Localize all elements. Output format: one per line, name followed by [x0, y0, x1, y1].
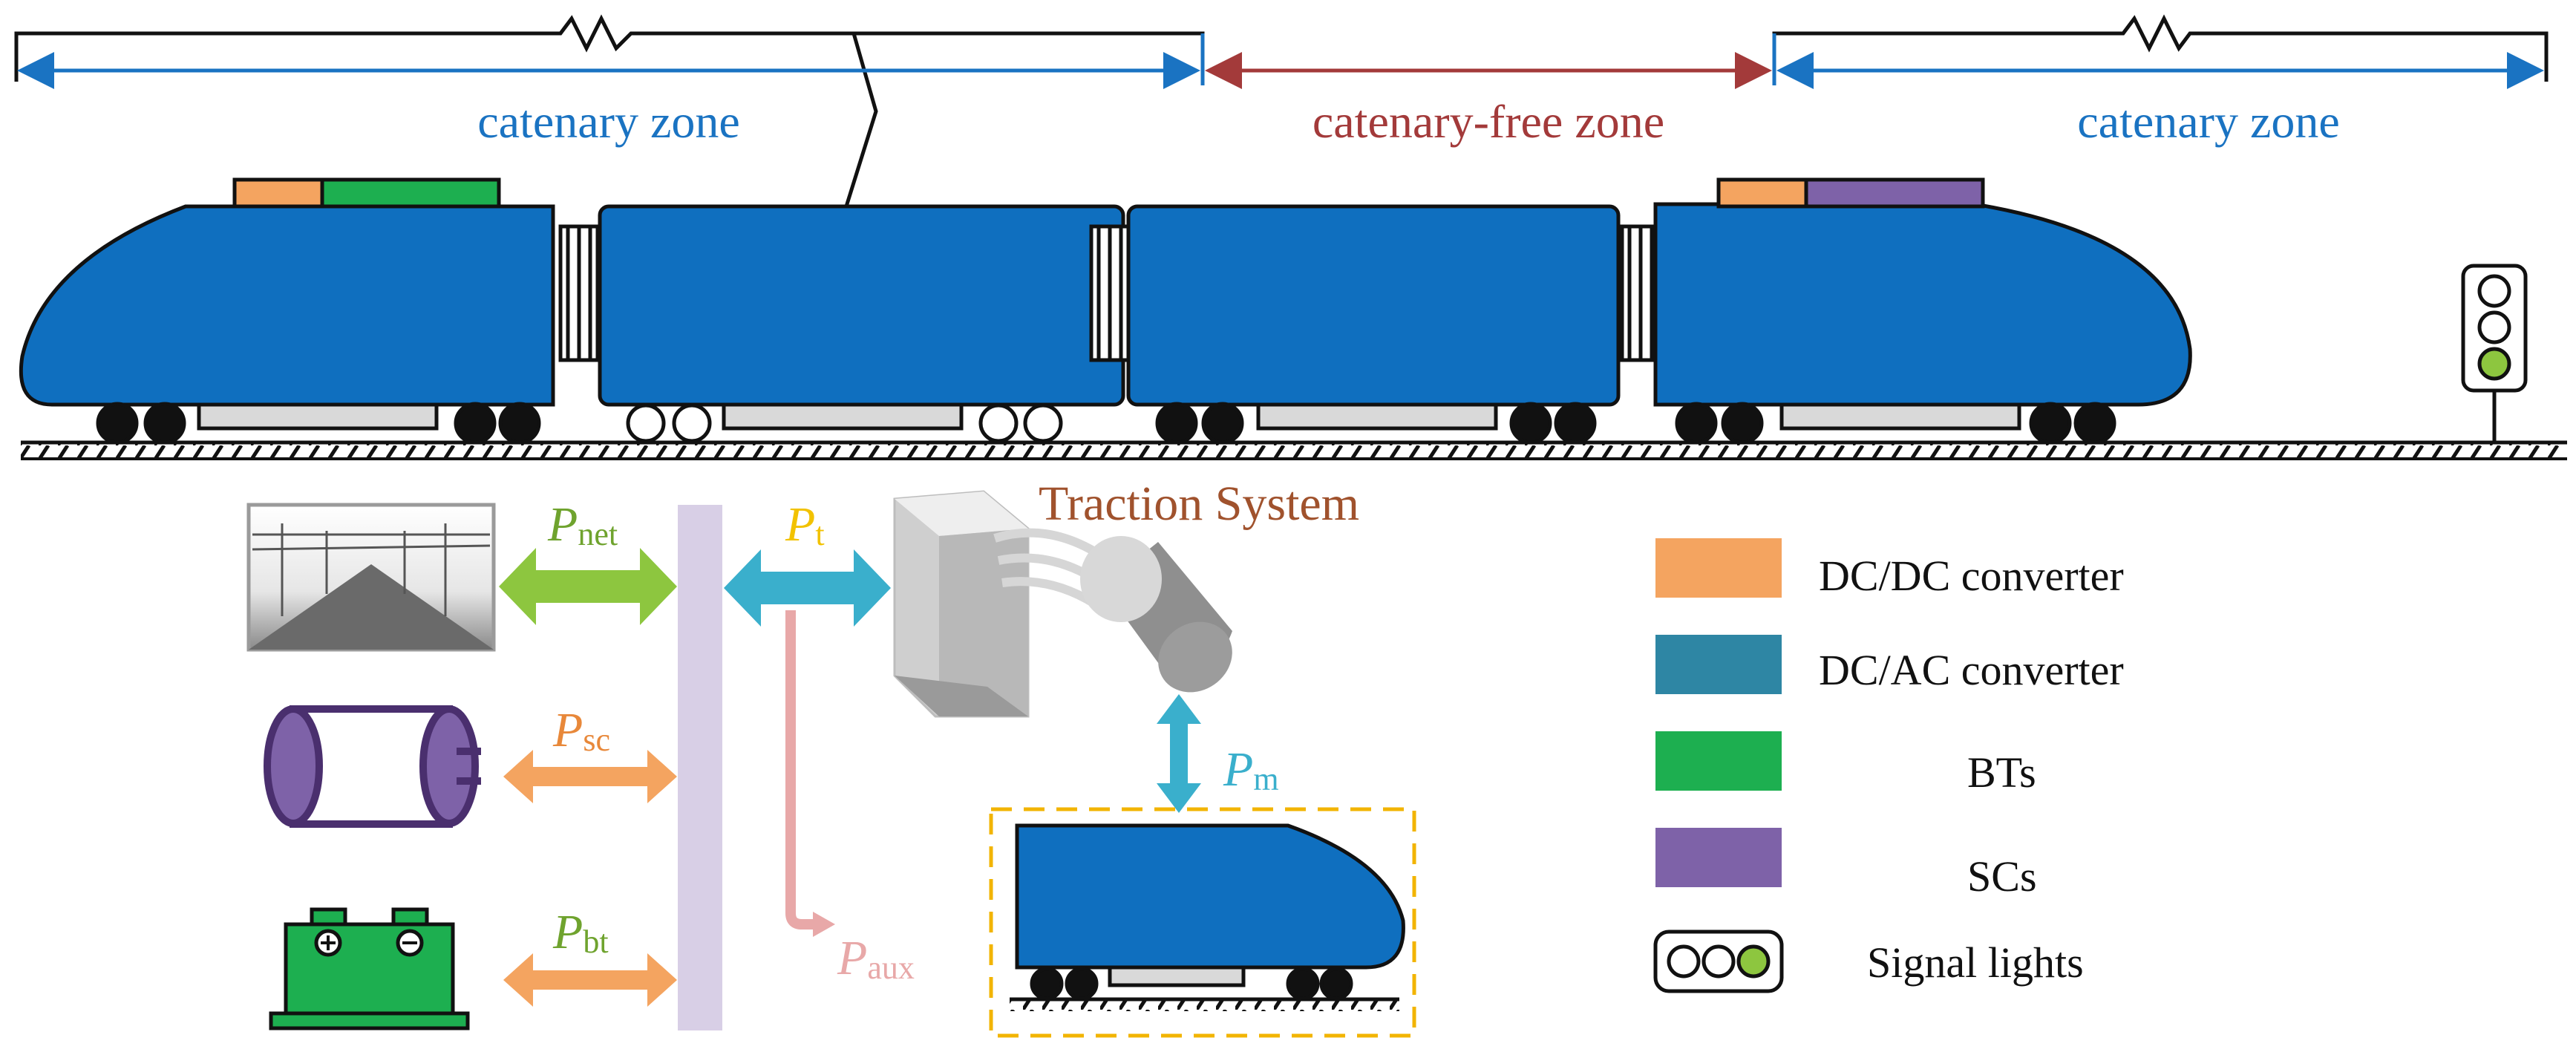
dcdc-converter-car-4 — [1716, 177, 1808, 209]
signal-light — [2461, 264, 2528, 442]
legend-label-dcac: DC/AC converter — [1819, 646, 2124, 694]
battery-icon — [269, 907, 470, 1030]
motor-car-frame — [989, 807, 1416, 1038]
dcdc-converter-car-1 — [232, 177, 324, 209]
p-aux-label: Paux — [837, 931, 915, 986]
train-car-1 — [19, 204, 555, 407]
p-m-arrow — [1157, 694, 1201, 813]
inverter-icon — [893, 490, 1030, 718]
pantograph — [844, 33, 878, 207]
small-track — [1010, 997, 1399, 1011]
p-sc-arrow — [503, 750, 677, 803]
p-t-label: Pt — [785, 497, 825, 552]
legend-swatch-scs — [1655, 828, 1782, 887]
catenary-wire-right — [1772, 14, 2549, 82]
traction-system-title: Traction System — [1039, 477, 1359, 531]
legend-swatch-bts — [1655, 731, 1782, 791]
bt-box-car-1 — [320, 177, 501, 209]
catenary-photo — [246, 503, 496, 652]
train — [19, 177, 2192, 431]
train-car-3 — [1126, 204, 1621, 407]
zone-label-left: catenary zone — [477, 95, 740, 148]
p-bt-label: Pbt — [552, 905, 609, 960]
catenary-wire-left — [14, 14, 1205, 82]
legend-swatch-dcac — [1655, 635, 1782, 694]
legend-label-scs: SCs — [1967, 852, 2037, 901]
train-car-4 — [1653, 202, 2192, 407]
legend-swatch-dcdc — [1655, 538, 1782, 598]
p-aux-arrowhead — [813, 912, 835, 937]
sc-box-car-4 — [1804, 177, 1985, 209]
legend: DC/DC converter DC/AC converter BTs SCs … — [1653, 538, 2124, 993]
p-net-arrow — [499, 548, 677, 625]
zone-label-right: catenary zone — [2077, 95, 2340, 148]
small-train-car — [1015, 823, 1405, 1001]
train-car-2 — [598, 204, 1125, 407]
p-t-arrow — [724, 549, 891, 627]
p-aux-arrow — [785, 610, 815, 930]
zone-label-middle: catenary-free zone — [1312, 95, 1664, 148]
track — [21, 440, 2567, 460]
p-sc-label: Psc — [552, 703, 610, 758]
legend-label-bts: BTs — [1967, 748, 2036, 797]
dc-bus — [678, 505, 722, 1030]
legend-label-signal: Signal lights — [1867, 938, 2084, 987]
supercapacitor-icon — [264, 705, 481, 828]
signal-lights-icon — [1653, 930, 1784, 993]
p-bt-arrow — [503, 953, 677, 1007]
p-m-label: Pm — [1223, 742, 1279, 797]
traction-motor-icon — [1080, 536, 1232, 693]
p-net-label: Pnet — [547, 497, 618, 552]
legend-label-dcdc: DC/DC converter — [1819, 552, 2124, 600]
